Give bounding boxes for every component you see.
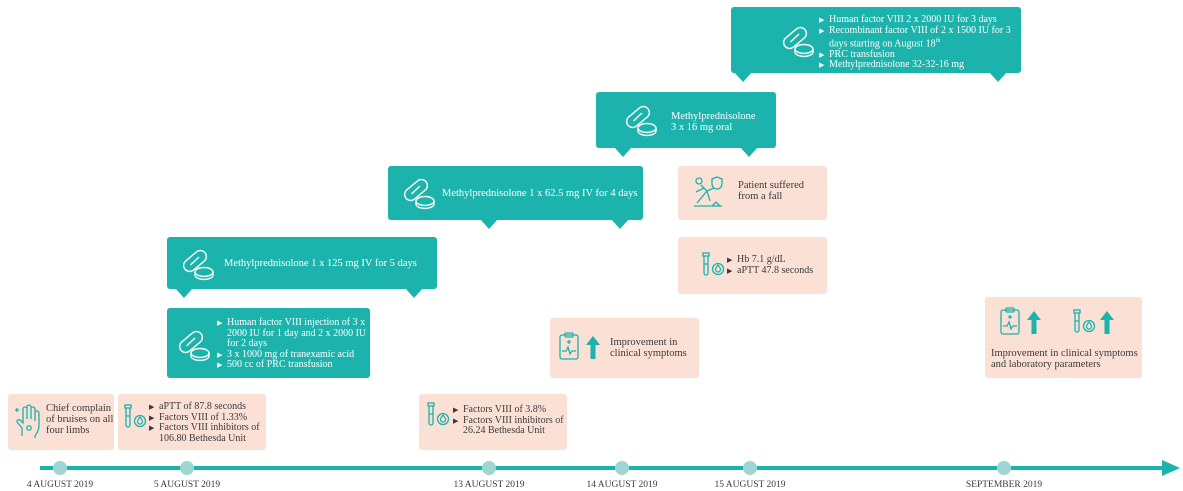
test-tube-drop-icon — [427, 402, 450, 426]
pills-icon — [401, 176, 435, 210]
improvement-sep-card: Improvement in clinical symptoms and lab… — [985, 297, 1142, 378]
test-tube-up-arrow-icon — [1073, 309, 1114, 334]
timeline-dot-sep — [997, 461, 1011, 475]
timeline-dot-aug5 — [180, 461, 194, 475]
treatment-aug5-list: Human factor VIII injection of 3 x 2000 … — [217, 317, 367, 371]
treatment-aug5-card: Human factor VIII injection of 3 x 2000 … — [167, 308, 370, 378]
methyl-625-card: Methylprednisolone 1 x 62.5 mg IV for 4 … — [388, 166, 643, 229]
date-label: 5 AUGUST 2019 — [153, 480, 221, 490]
pointer — [480, 219, 498, 229]
methyl-oral-card: Methylprednisolone 3 x 16 mg oral — [596, 92, 776, 157]
clipboard-up-arrow-icon — [1000, 307, 1041, 335]
complaint-text: Chief complain of bruises on all four li… — [46, 403, 114, 436]
complaint-card: Chief complain of bruises on all four li… — [8, 394, 114, 450]
list-item: Methylprednisolone 32-32-16 mg — [819, 60, 1017, 71]
labs-aug13-list: Factors VIII of 3.8% Factors VIII inhibi… — [453, 404, 567, 437]
timeline-dot-aug4 — [53, 461, 67, 475]
date-label: 4 AUGUST 2019 — [26, 480, 94, 490]
list-item: Human factor VIII 2 x 2000 IU for 3 days — [819, 14, 1017, 26]
improvement-aug14-card: Improvement in clinical symptoms — [550, 318, 699, 378]
date-label: 13 AUGUST 2019 — [453, 480, 525, 490]
treatment-aug15-card: Human factor VIII 2 x 2000 IU for 3 days… — [731, 7, 1021, 82]
list-item: Hb 7.1 g/dL — [727, 254, 825, 266]
improvement-aug14-text: Improvement in clinical symptoms — [610, 337, 687, 359]
recombinant-text: Recombinant factor VIII of 2 x 1500 IU f… — [829, 24, 1011, 50]
labs-aug15-list: Hb 7.1 g/dL aPTT 47.8 seconds — [727, 254, 825, 277]
treatment-aug15-list: Human factor VIII 2 x 2000 IU for 3 days… — [819, 14, 1017, 71]
pointer — [989, 72, 1007, 82]
pills-icon — [780, 24, 814, 58]
timeline-dot-aug13 — [482, 461, 496, 475]
pointer — [611, 219, 629, 229]
list-item: 500 cc of PRC transfusion — [217, 359, 367, 371]
date-label: 14 AUGUST 2019 — [586, 480, 658, 490]
fall-text: Patient suffered from a fall — [738, 180, 804, 202]
test-tube-drop-icon — [702, 252, 725, 276]
methyl-125-card: Methylprednisolone 1 x 125 mg IV for 5 d… — [167, 237, 437, 298]
methyl-oral-line2: 3 x 16 mg oral — [671, 122, 733, 133]
list-item: aPTT of 87.8 seconds — [149, 401, 265, 413]
labs-aug5-card: aPTT of 87.8 seconds Factors VIII of 1.3… — [118, 394, 266, 450]
clipboard-up-arrow-icon — [559, 332, 600, 360]
superscript: th — [935, 38, 941, 44]
pills-icon — [180, 247, 214, 281]
date-label: SEPTEMBER 2019 — [965, 480, 1043, 490]
methyl-125-text: Methylprednisolone 1 x 125 mg IV for 5 d… — [224, 258, 417, 269]
timeline-dot-aug14 — [615, 461, 629, 475]
fall-card: Patient suffered from a fall — [678, 166, 827, 220]
labs-aug15-card: Hb 7.1 g/dL aPTT 47.8 seconds — [678, 237, 827, 294]
labs-aug13-card: Factors VIII of 3.8% Factors VIII inhibi… — [419, 394, 567, 450]
list-item: Human factor VIII injection of 3 x 2000 … — [217, 317, 367, 350]
pointer — [614, 147, 632, 157]
list-item: 3 x 1000 mg of tranexamic acid — [217, 349, 367, 361]
date-label: 15 AUGUST 2019 — [714, 480, 786, 490]
list-item: Factors VIII inhibitors of 26.24 Bethesd… — [453, 415, 567, 437]
list-item: Factors VIII of 1.33% — [149, 412, 265, 424]
list-item: Factors VIII inhibitors of 106.80 Bethes… — [149, 422, 265, 444]
pills-icon — [176, 328, 210, 362]
list-item: Recombinant factor VIII of 2 x 1500 IU f… — [819, 24, 1017, 50]
pointer — [175, 288, 193, 298]
methyl-625-text: Methylprednisolone 1 x 62.5 mg IV for 4 … — [442, 188, 638, 199]
timeline-axis — [40, 466, 1170, 470]
pointer — [734, 72, 752, 82]
improvement-sep-text: Improvement in clinical symptoms and lab… — [991, 348, 1138, 370]
list-item: aPTT 47.8 seconds — [727, 265, 825, 277]
test-tube-drop-icon — [124, 404, 147, 428]
timeline-arrowhead — [1162, 460, 1180, 476]
person-falling-icon — [694, 176, 723, 207]
labs-aug5-list: aPTT of 87.8 seconds Factors VIII of 1.3… — [149, 401, 265, 444]
pointer — [740, 147, 758, 157]
pills-icon — [623, 103, 657, 137]
pointer — [405, 288, 423, 298]
hand-bruise-icon — [15, 404, 40, 438]
list-item: PRC transfusion — [819, 49, 1017, 61]
methyl-oral-line1: Methylprednisolone — [671, 111, 756, 122]
list-item: Factors VIII of 3.8% — [453, 404, 567, 416]
timeline-dot-aug15 — [743, 461, 757, 475]
